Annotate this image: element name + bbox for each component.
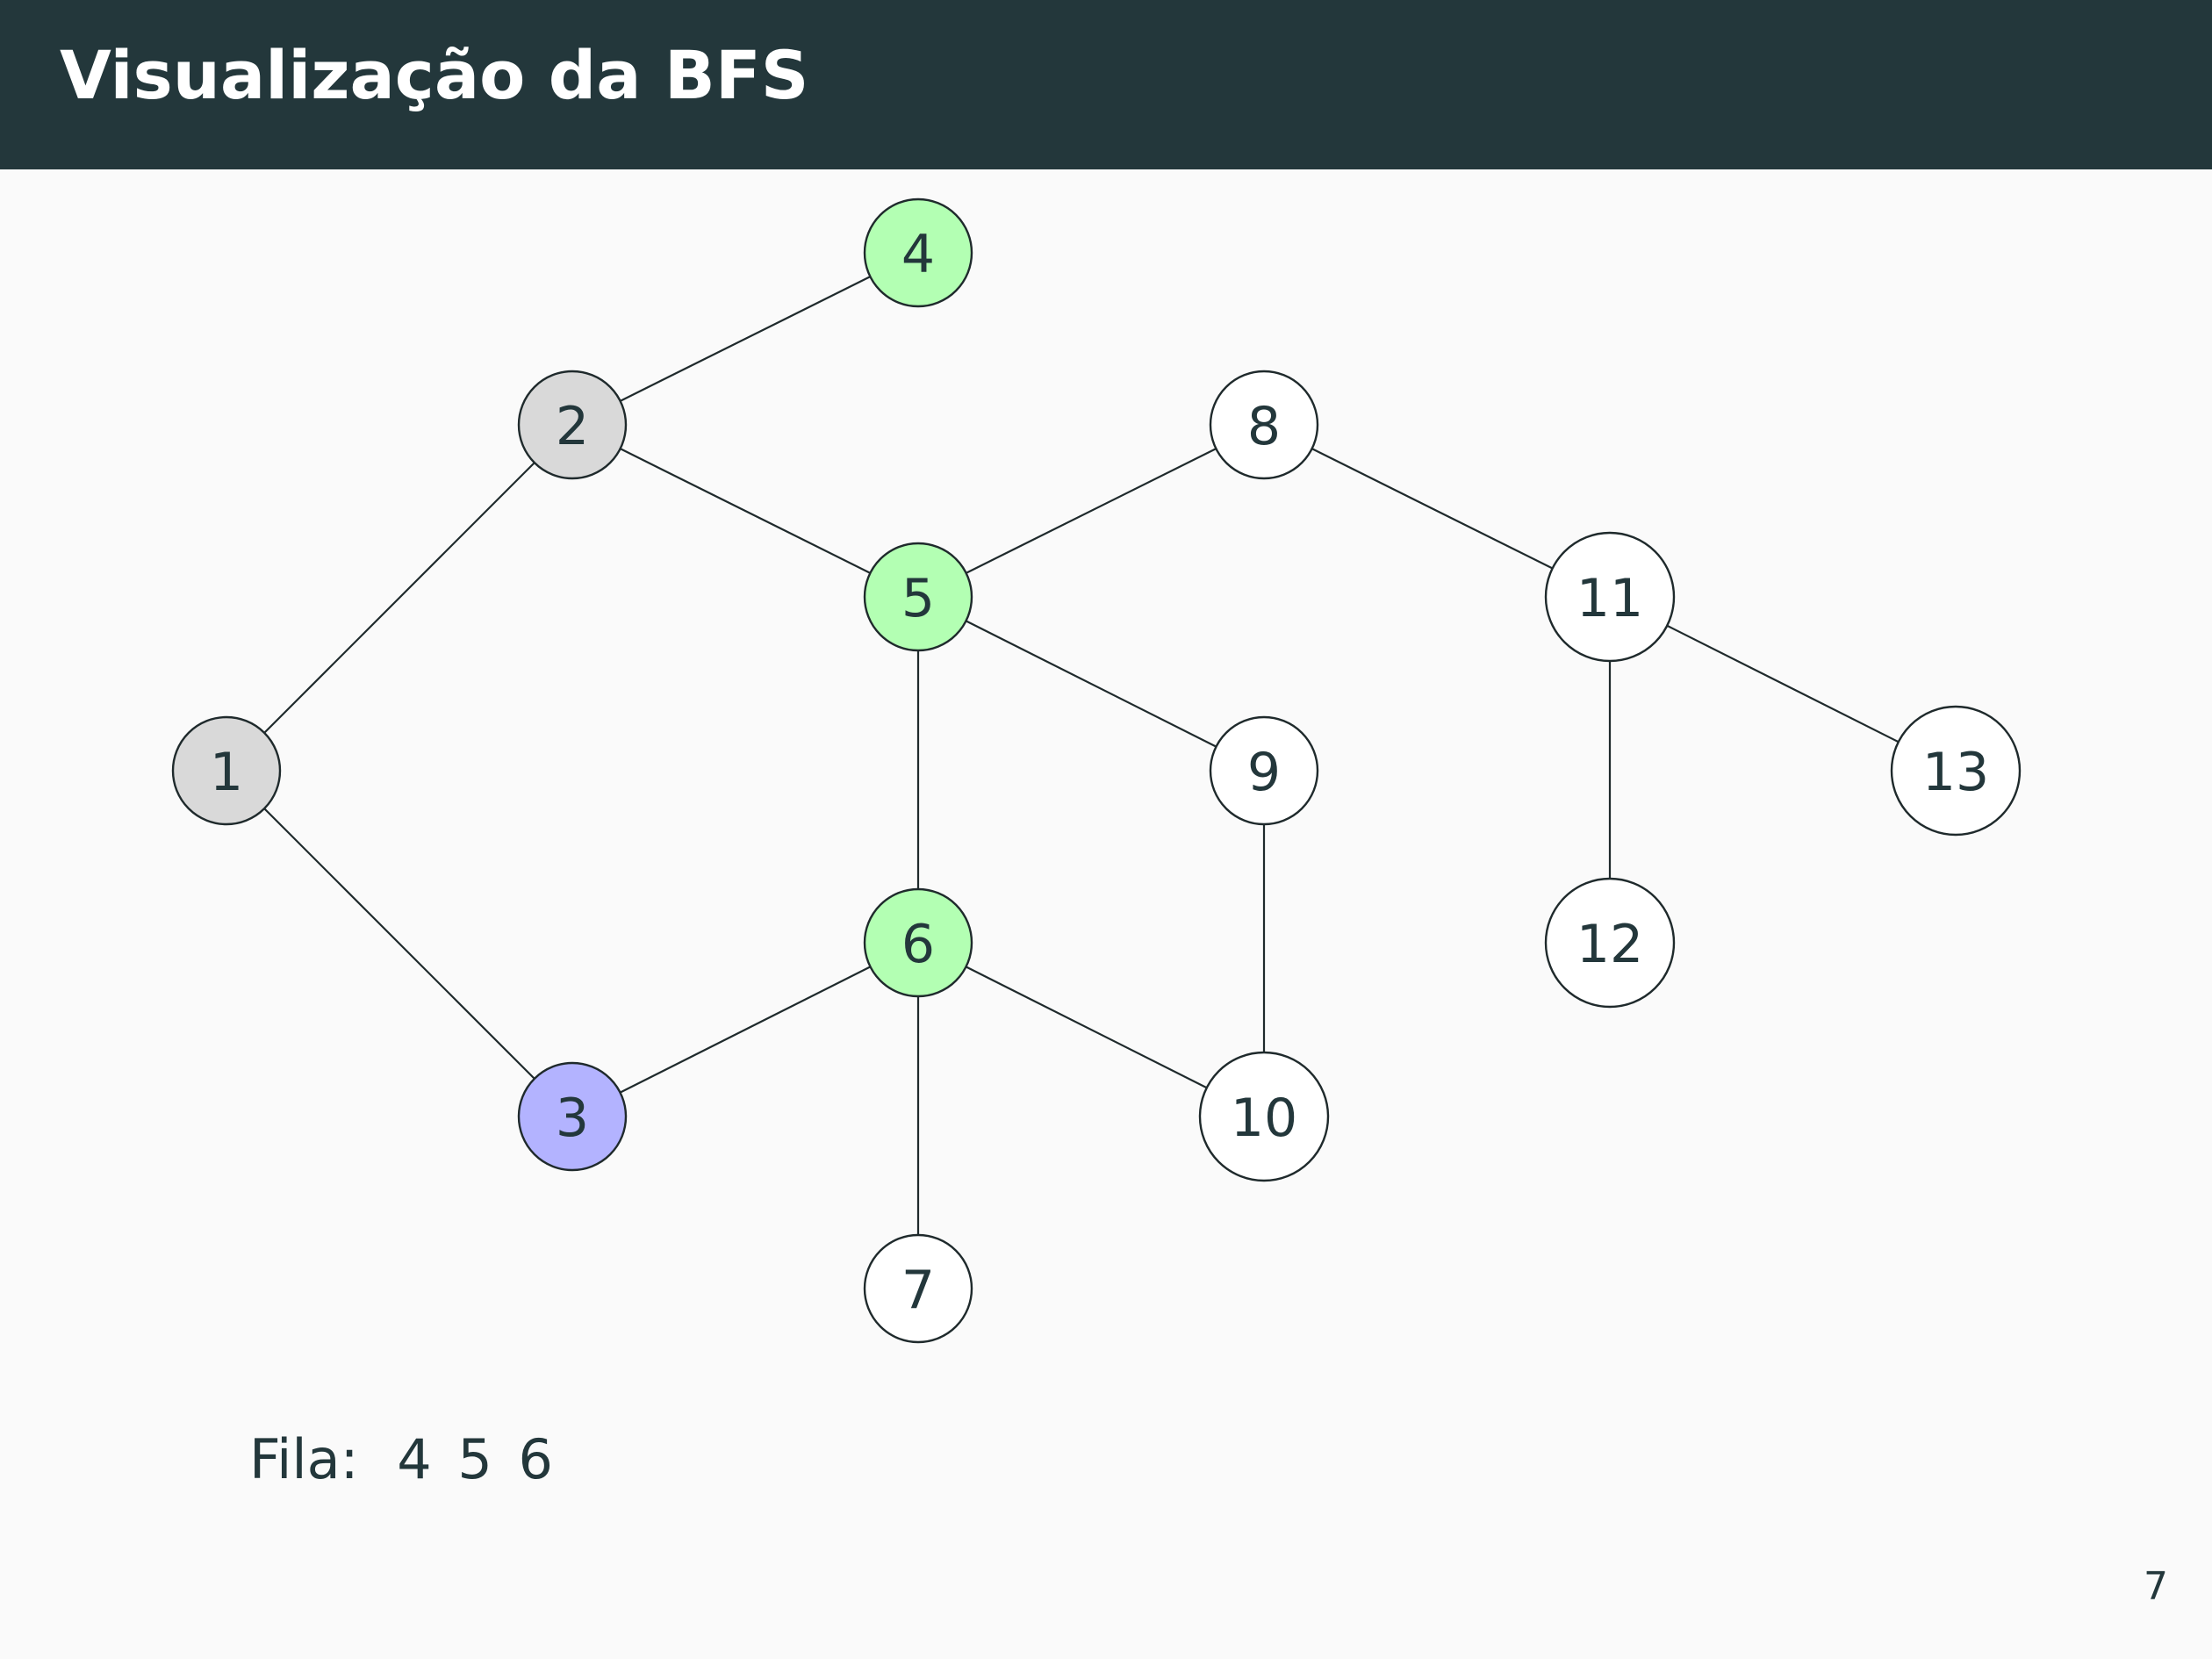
node-4: 4 <box>863 198 973 308</box>
queue-item: 5 <box>457 1427 492 1491</box>
title-bar: Visualização da BFS <box>0 0 2212 169</box>
queue-item: 4 <box>397 1427 432 1491</box>
node-11: 11 <box>1544 531 1676 663</box>
node-label: 5 <box>901 568 935 629</box>
node-circle <box>171 715 282 826</box>
node-label: 4 <box>901 224 935 285</box>
node-6: 6 <box>863 887 973 998</box>
node-circle <box>1198 1051 1330 1182</box>
edge-8-11 <box>1311 448 1554 570</box>
node-label: 9 <box>1247 742 1281 803</box>
node-8: 8 <box>1209 370 1319 480</box>
node-10: 10 <box>1198 1051 1330 1182</box>
node-circle <box>1209 715 1319 826</box>
edge-3-6 <box>620 966 871 1094</box>
edges-layer <box>263 276 1900 1235</box>
node-7: 7 <box>863 1233 973 1344</box>
node-9: 9 <box>1209 715 1319 826</box>
node-label: 12 <box>1576 914 1643 975</box>
node-label: 7 <box>901 1260 935 1321</box>
node-label: 3 <box>556 1088 589 1149</box>
node-circle <box>517 370 628 480</box>
node-circle <box>1209 370 1319 480</box>
node-circle <box>517 1061 628 1172</box>
edge-5-9 <box>966 620 1217 748</box>
node-circle <box>1544 877 1676 1009</box>
node-label: 6 <box>901 914 935 975</box>
edge-2-4 <box>620 276 871 402</box>
node-5: 5 <box>863 542 973 652</box>
node-2: 2 <box>517 370 628 480</box>
node-13: 13 <box>1890 705 2022 837</box>
edge-2-5 <box>620 448 871 574</box>
node-circle <box>863 198 973 308</box>
node-circle <box>1890 705 2022 837</box>
node-label: 13 <box>1922 742 1989 803</box>
edge-6-10 <box>966 966 1208 1089</box>
node-circle <box>863 887 973 998</box>
queue-display: Fila: 4 5 6 <box>249 1433 553 1487</box>
edge-11-13 <box>1666 624 1900 743</box>
page-number: 7 <box>2144 1564 2168 1609</box>
edge-5-8 <box>966 448 1217 574</box>
node-label: 2 <box>556 396 589 457</box>
queue-label: Fila: <box>249 1427 359 1491</box>
node-circle <box>863 542 973 652</box>
node-label: 8 <box>1247 396 1281 457</box>
edge-1-3 <box>263 808 535 1080</box>
node-1: 1 <box>171 715 282 826</box>
node-circle <box>863 1233 973 1344</box>
node-12: 12 <box>1544 877 1676 1009</box>
edge-1-2 <box>263 462 535 734</box>
node-label: 11 <box>1576 568 1643 629</box>
node-circle <box>1544 531 1676 663</box>
node-3: 3 <box>517 1061 628 1172</box>
node-label: 1 <box>210 742 243 803</box>
slide-title: Visualização da BFS <box>60 36 809 114</box>
queue-item: 6 <box>518 1427 553 1491</box>
node-label: 10 <box>1231 1088 1297 1149</box>
